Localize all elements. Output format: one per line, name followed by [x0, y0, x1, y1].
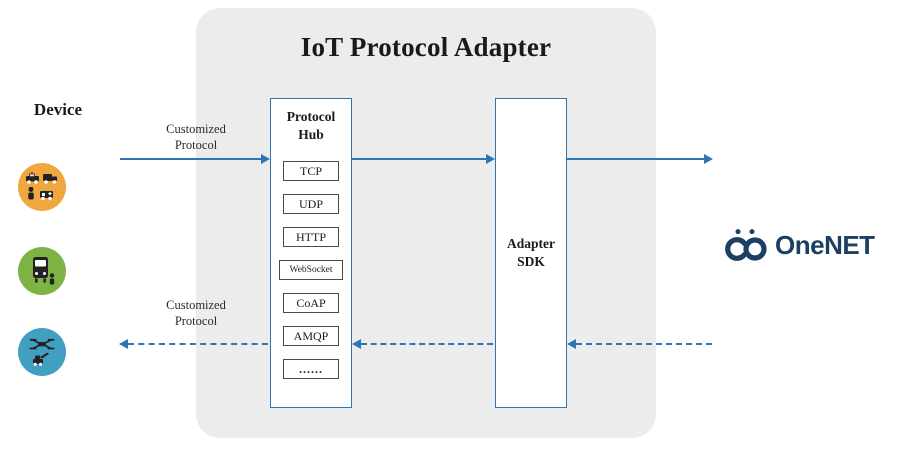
arrow-sdk-to-cloud: [567, 158, 704, 160]
protocol-list: TCP UDP HTTP WebSocket CoAP AMQP ......: [271, 161, 351, 380]
arrowhead-sdk-to-cloud: [704, 154, 713, 164]
device-badge-public-transit: [18, 247, 66, 295]
arrow-hub-to-sdk: [352, 158, 486, 160]
arrowhead-hub-to-sdk: [486, 154, 495, 164]
iot-protocol-adapter-panel: [196, 8, 656, 438]
protocol-chip-more: ......: [283, 359, 339, 380]
downlink-protocol-label: Customized Protocol: [166, 298, 226, 329]
device-badge-drones-machinery: [18, 328, 66, 376]
protocol-chip-http: HTTP: [283, 227, 339, 248]
protocol-chip-tcp: TCP: [283, 161, 339, 182]
onenet-logo: OneNET: [724, 224, 875, 266]
protocol-hub-box: Protocol Hub TCP UDP HTTP WebSocket CoAP…: [270, 98, 352, 408]
device-label: Device: [33, 100, 83, 119]
arrow-hub-to-device-dashed: [128, 343, 268, 345]
arrowhead-device-to-hub: [261, 154, 270, 164]
arrow-cloud-to-sdk-dashed: [576, 343, 712, 345]
protocol-hub-title: Protocol Hub: [286, 109, 336, 142]
arrowhead-hub-to-device: [119, 339, 128, 349]
arrow-device-to-hub: [120, 158, 262, 160]
transit-icon: [33, 257, 55, 285]
protocol-chip-udp: UDP: [283, 194, 339, 215]
drone-icon: [29, 338, 55, 366]
arrowhead-sdk-to-hub: [352, 339, 361, 349]
protocol-chip-websocket: WebSocket: [279, 260, 343, 281]
police-vehicles-icon: [26, 172, 57, 201]
arrowhead-cloud-to-sdk: [567, 339, 576, 349]
uplink-protocol-label: Customized Protocol: [166, 122, 226, 153]
arrow-sdk-to-hub-dashed: [361, 343, 493, 345]
adapter-sdk-box: Adapter SDK: [495, 98, 567, 408]
onenet-logo-icon: [725, 229, 767, 261]
device-badge-emergency-vehicles: [18, 163, 66, 211]
protocol-chip-coap: CoAP: [283, 293, 339, 314]
diagram-title: IoT Protocol Adapter: [300, 32, 552, 62]
onenet-brand-text: OneNET: [775, 229, 875, 260]
protocol-chip-amqp: AMQP: [283, 326, 339, 347]
